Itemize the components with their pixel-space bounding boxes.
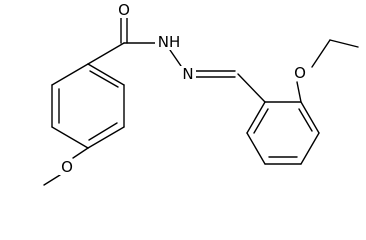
ring-a-bond-6 xyxy=(51,63,89,86)
ring-a-bond-3 xyxy=(87,126,125,149)
ring-to-methoxy-bond xyxy=(72,147,89,159)
ring-a-bond-4 xyxy=(51,126,89,149)
ring-a-bond-1 xyxy=(87,63,125,86)
ring-b-bond-1 xyxy=(237,73,266,103)
ring-to-ethoxy-bond xyxy=(296,81,302,103)
ring-b-bond-4 xyxy=(300,132,320,165)
nh-to-n-bond xyxy=(169,49,182,67)
ring-a-double-2 xyxy=(88,122,118,141)
structure-canvas: O NH N O O xyxy=(43,2,359,186)
carbonyl-oxygen-label: O xyxy=(116,2,132,18)
ethoxy-ch2-bond xyxy=(311,39,331,68)
ring-b-bond-3 xyxy=(300,101,320,134)
ring-a-double-1 xyxy=(89,70,119,88)
ring-b-double-1 xyxy=(298,108,313,132)
bond-drawing xyxy=(43,15,359,186)
ring-b-bond-6 xyxy=(246,132,266,165)
ring-to-carbonyl-bond xyxy=(87,42,125,65)
imine-nitrogen-label: N xyxy=(180,66,196,82)
hydrazide-nh-label: NH xyxy=(155,34,183,50)
methoxy-methyl-bond xyxy=(43,174,61,186)
ring-b-double-3 xyxy=(253,108,269,134)
methoxy-oxygen-label: O xyxy=(59,159,75,175)
ethoxy-ch3-bond xyxy=(329,39,359,48)
ring-b-bond-7 xyxy=(246,101,266,134)
ethoxy-oxygen-label: O xyxy=(292,65,308,81)
